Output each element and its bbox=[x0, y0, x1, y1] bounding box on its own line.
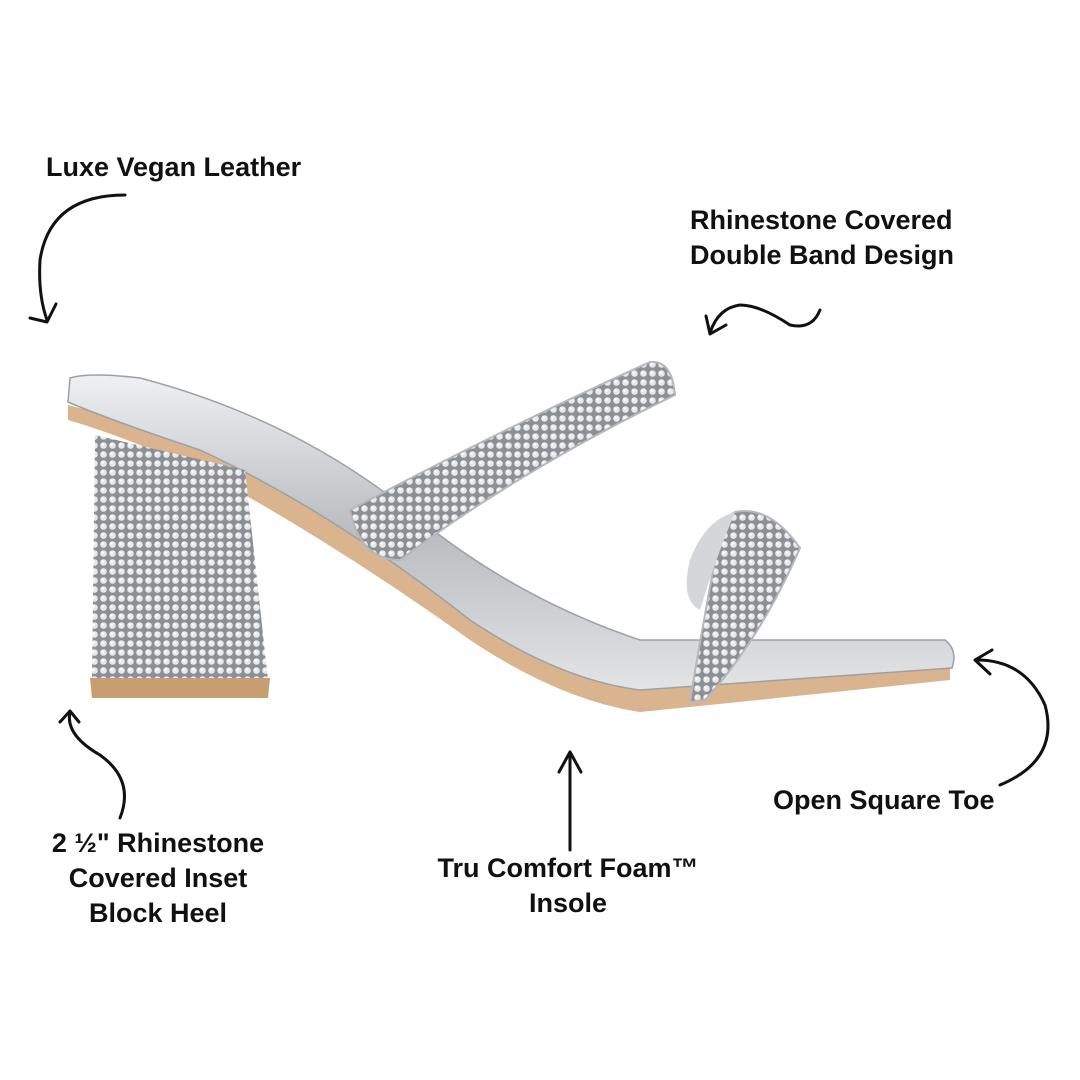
callout-toe: Open Square Toe bbox=[773, 785, 995, 815]
front-band-inner bbox=[686, 512, 735, 610]
callout-heel-line2: Covered Inset bbox=[68, 863, 248, 893]
arrow-icon bbox=[28, 193, 127, 324]
callout-leather: Luxe Vegan Leather bbox=[46, 152, 302, 182]
heel-base bbox=[90, 678, 270, 698]
heel-block bbox=[92, 435, 268, 680]
callout-insole-line1: Tru Comfort Foam™ bbox=[437, 853, 699, 883]
rear-band bbox=[348, 360, 677, 562]
arrow-icon bbox=[58, 709, 126, 820]
callout-heel-line3: Block Heel bbox=[88, 898, 228, 928]
callout-band-line2: Double Band Design bbox=[690, 240, 955, 270]
callout-heel-line1: 2 ½" Rhinestone bbox=[51, 828, 265, 858]
callout-insole-line2: Insole bbox=[528, 888, 608, 918]
arrow-icon bbox=[973, 648, 1050, 787]
arrow-icon bbox=[704, 303, 822, 336]
arrow-icon bbox=[557, 750, 583, 852]
callout-band-line1: Rhinestone Covered bbox=[690, 205, 953, 235]
